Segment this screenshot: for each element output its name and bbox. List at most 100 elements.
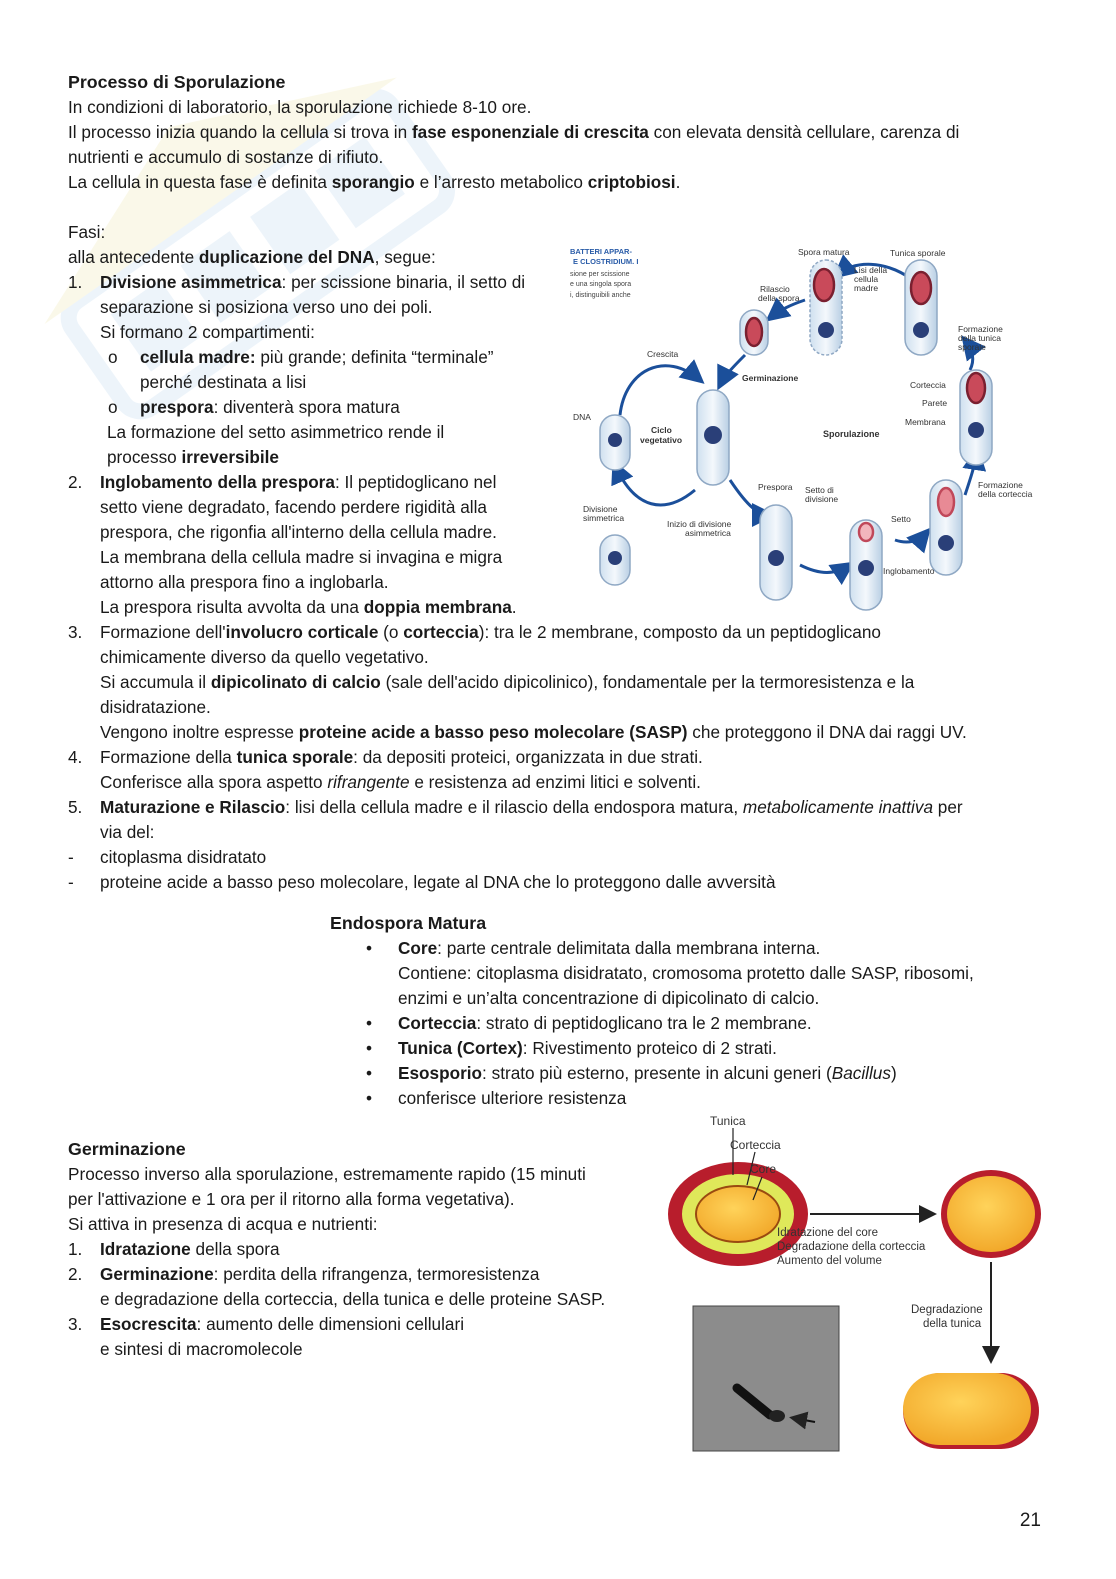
inset-text: sione per scissione bbox=[570, 271, 630, 278]
spore-tunica bbox=[909, 270, 933, 306]
label-lisi: Lisi della bbox=[854, 265, 887, 275]
list-number: 1. bbox=[68, 1239, 83, 1259]
phases-label: Fasi: bbox=[68, 222, 106, 242]
label-degradazione-tunica: della tunica bbox=[923, 1318, 982, 1330]
label-spora-matura: Spora matura bbox=[798, 247, 850, 257]
bullet-item: Core: parte centrale delimitata dalla me… bbox=[398, 938, 821, 958]
label-ciclo: vegetativo bbox=[640, 435, 682, 445]
bullet-item-text: enzimi e un’alta concentrazione di dipic… bbox=[398, 988, 820, 1008]
dash-bullet: - bbox=[68, 872, 74, 892]
label-setto-divisione: Setto di bbox=[805, 485, 834, 495]
section-title-endospora: Endospora Matura bbox=[330, 913, 487, 933]
micrograph-cell bbox=[732, 1383, 816, 1430]
bullet-item: conferisce ulteriore resistenza bbox=[398, 1088, 627, 1108]
list-item-text: La membrana della cellula madre si invag… bbox=[100, 547, 503, 567]
bullet: • bbox=[366, 1088, 373, 1108]
list-item-text: chimicamente diverso da quello vegetativ… bbox=[100, 647, 429, 667]
label-formazione-tunica: Formazione bbox=[958, 324, 1003, 334]
paragraph: La cellula in questa fase è definita spo… bbox=[68, 172, 681, 192]
leader-corteccia bbox=[746, 1151, 756, 1186]
label-degradazione-tunica: Degradazione bbox=[911, 1304, 983, 1316]
list-item-text: Si accumula il dipicolinato di calcio (s… bbox=[100, 672, 915, 692]
sub-bullet: o bbox=[108, 397, 118, 417]
label-lisi: madre bbox=[854, 283, 878, 293]
vegetative-cell bbox=[903, 1373, 1031, 1445]
list-item: Formazione dell'involucro corticale (o c… bbox=[100, 622, 881, 642]
list-item-text: Conferisce alla spora aspetto rifrangent… bbox=[100, 772, 701, 792]
paragraph: per l'attivazione e 1 ora per il ritorno… bbox=[68, 1189, 515, 1209]
label-dna: DNA bbox=[573, 412, 591, 422]
sub-list-item: prespora: diventerà spora matura bbox=[140, 397, 400, 417]
bullet-item-text: Contiene: citoplasma disidratato, cromos… bbox=[398, 963, 974, 983]
paragraph: nutrienti e accumulo di sostanze di rifi… bbox=[68, 147, 384, 167]
arrow-inglobamento bbox=[799, 561, 855, 585]
dash-item: proteine acide a basso peso molecolare, … bbox=[100, 872, 776, 892]
list-item-text: e sintesi di macromolecole bbox=[100, 1339, 303, 1359]
label-formazione-tunica: della tunica bbox=[958, 333, 1001, 343]
list-item-text: processo irreversibile bbox=[107, 447, 279, 467]
label-formazione-tunica: sporale bbox=[958, 342, 986, 352]
list-item: Formazione della tunica sporale: da depo… bbox=[100, 747, 703, 767]
label-formazione-corteccia: della corteccia bbox=[978, 489, 1033, 499]
sub-bullet: o bbox=[108, 347, 118, 367]
bullet: • bbox=[366, 1013, 373, 1033]
label-divisione-simmetrica: Divisione bbox=[583, 504, 618, 514]
inset-text: i, distinguibili anche bbox=[570, 292, 631, 299]
swollen-spore-core bbox=[947, 1176, 1035, 1252]
list-item-text: attorno alla prespora fino a inglobarla. bbox=[100, 572, 389, 592]
list-item-text: via del: bbox=[100, 822, 155, 842]
spore-setto bbox=[936, 486, 956, 518]
inset-title: BATTERI APPAR- bbox=[570, 247, 632, 256]
label-setto-divisione: divisione bbox=[805, 494, 838, 504]
label-idratazione: Degradazione della corteccia bbox=[777, 1241, 926, 1253]
arrow-rilascio bbox=[765, 297, 806, 322]
label-corteccia: Corteccia bbox=[910, 380, 946, 390]
bullet-item: Esosporio: strato più esterno, presente … bbox=[398, 1063, 897, 1083]
label-corteccia: Corteccia bbox=[730, 1138, 781, 1152]
list-item: Divisione asimmetrica: per scissione bin… bbox=[100, 272, 526, 292]
label-prespora: Prespora bbox=[758, 482, 793, 492]
label-tunica-sporale: Tunica sporale bbox=[890, 248, 946, 258]
label-divisione-simmetrica: simmetrica bbox=[583, 513, 624, 523]
list-item-text: Vengono inoltre espresse proteine acide … bbox=[100, 722, 967, 742]
germination-diagram: Tunica Corteccia Core Idratazione del co… bbox=[668, 1114, 1041, 1452]
section-title-germinazione: Germinazione bbox=[68, 1139, 186, 1159]
label-core: Core bbox=[750, 1162, 776, 1176]
paragraph: In condizioni di laboratorio, la sporula… bbox=[68, 97, 532, 117]
list-number: 2. bbox=[68, 1264, 83, 1284]
label-sporulazione: Sporulazione bbox=[823, 429, 880, 439]
label-idratazione: Idratazione del core bbox=[777, 1227, 878, 1239]
section-title-sporulazione: Processo di Sporulazione bbox=[68, 72, 286, 92]
list-number: 5. bbox=[68, 797, 83, 817]
label-ciclo: Ciclo bbox=[651, 425, 672, 435]
label-idratazione: Aumento del volume bbox=[777, 1255, 882, 1267]
bullet: • bbox=[366, 938, 373, 958]
list-number: 3. bbox=[68, 1314, 83, 1334]
arrow-germinazione bbox=[717, 353, 747, 391]
bullet-item: Corteccia: strato di peptidoglicano tra … bbox=[398, 1013, 812, 1033]
bullet-item: Tunica (Cortex): Rivestimento proteico d… bbox=[398, 1038, 777, 1058]
inset-subtitle: E CLOSTRIDIUM. I bbox=[573, 257, 638, 266]
label-inizio-divisione: asimmetrica bbox=[685, 528, 731, 538]
sub-list-item: cellula madre: più grande; definita “ter… bbox=[140, 347, 494, 367]
paragraph: Si attiva in presenza di acqua e nutrien… bbox=[68, 1214, 378, 1234]
list-item: Germinazione: perdita della rifrangenza,… bbox=[100, 1264, 540, 1284]
leader-core bbox=[752, 1176, 763, 1201]
arrow-crescita bbox=[618, 359, 705, 416]
sporulation-cycle-diagram: BATTERI APPAR- E CLOSTRIDIUM. I sione pe… bbox=[570, 247, 1033, 611]
list-item-text: separazione si posiziona verso uno dei p… bbox=[100, 297, 433, 317]
label-membrana: Membrana bbox=[905, 417, 946, 427]
bullet: • bbox=[366, 1038, 373, 1058]
label-inglobamento: Inglobamento bbox=[883, 566, 935, 576]
label-germinazione: Germinazione bbox=[742, 373, 798, 383]
bullet: • bbox=[366, 1063, 373, 1083]
label-rilascio: Rilascio bbox=[760, 284, 790, 294]
spore-rilascio bbox=[744, 316, 764, 348]
list-item: Maturazione e Rilascio: lisi della cellu… bbox=[100, 797, 963, 817]
sub-list-item-text: perché destinata a lisi bbox=[140, 372, 307, 392]
list-number: 3. bbox=[68, 622, 83, 642]
spore-inglobamento bbox=[857, 521, 875, 543]
arrow-divisione bbox=[611, 459, 696, 507]
list-item-text: e degradazione della corteccia, della tu… bbox=[100, 1289, 606, 1309]
